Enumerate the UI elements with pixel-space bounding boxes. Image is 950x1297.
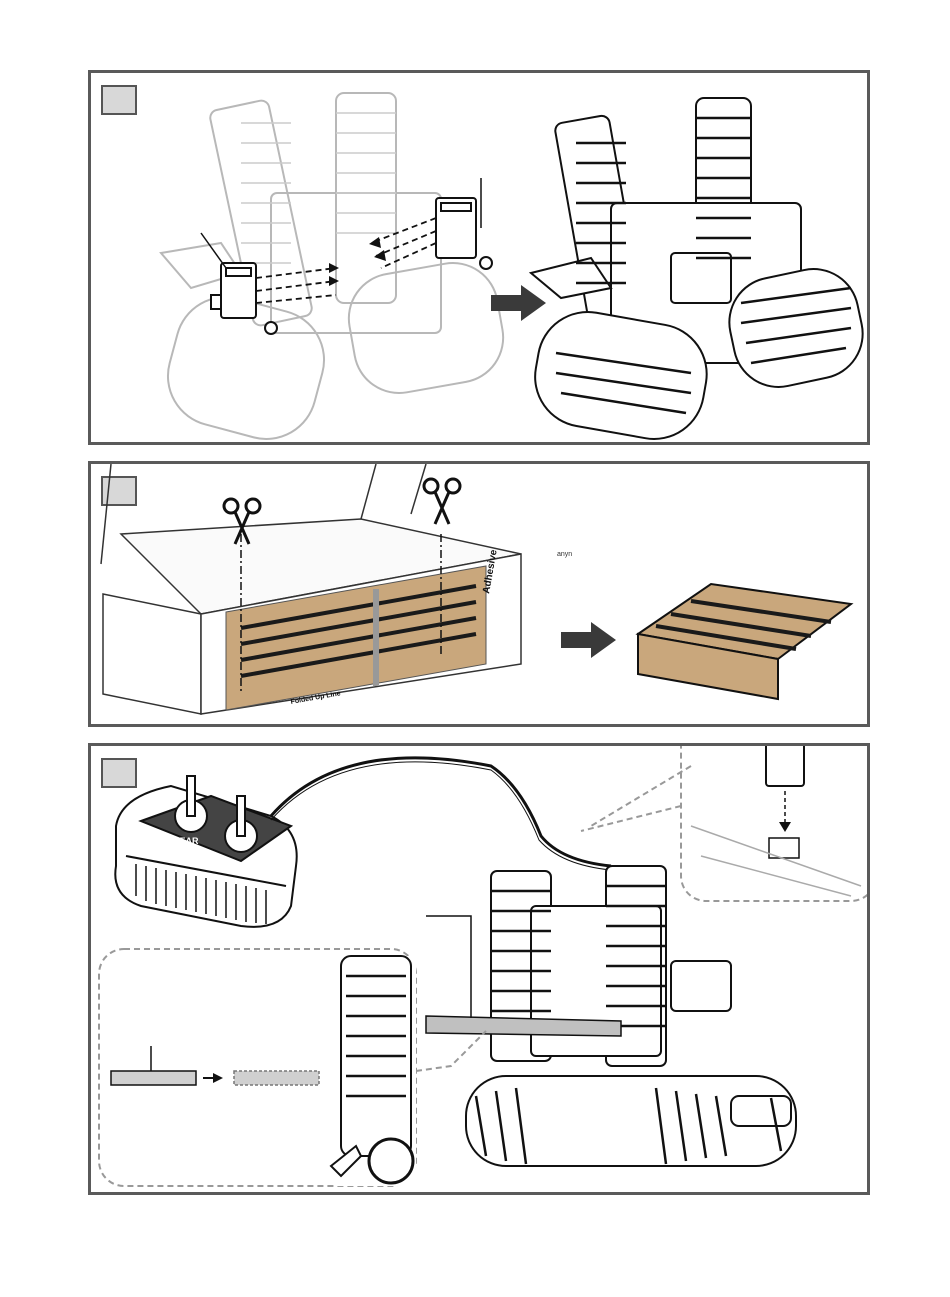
step-2-illustration: Adhesive Folded Up Line anyn <box>91 464 867 724</box>
controller-logo: BEAR <box>173 836 199 846</box>
insert-arrowheads <box>329 237 386 286</box>
leader-line-left <box>201 233 226 268</box>
insert-guides <box>256 218 436 303</box>
folded-wood-tray <box>638 584 851 699</box>
fork-detail-inset <box>99 949 486 1186</box>
step-3-illustration: BEAR <box>91 746 867 1192</box>
remote-controller <box>115 776 296 927</box>
side-bracket-right <box>436 198 492 269</box>
step-panel-3: BEAR <box>88 743 870 1195</box>
small-mark-label: anyn <box>557 551 572 558</box>
flow-arrow-2 <box>561 622 616 658</box>
controller-cable <box>271 758 611 866</box>
robot-after <box>527 98 867 442</box>
step-panel-1 <box>88 70 870 445</box>
leader-line-fork <box>426 916 471 1018</box>
scissors-icon-2 <box>424 479 460 524</box>
step-1-illustration <box>91 73 867 442</box>
step-panel-2: Adhesive Folded Up Line anyn <box>88 461 870 727</box>
robot-assembled <box>466 866 796 1166</box>
side-bracket-left <box>211 263 277 334</box>
